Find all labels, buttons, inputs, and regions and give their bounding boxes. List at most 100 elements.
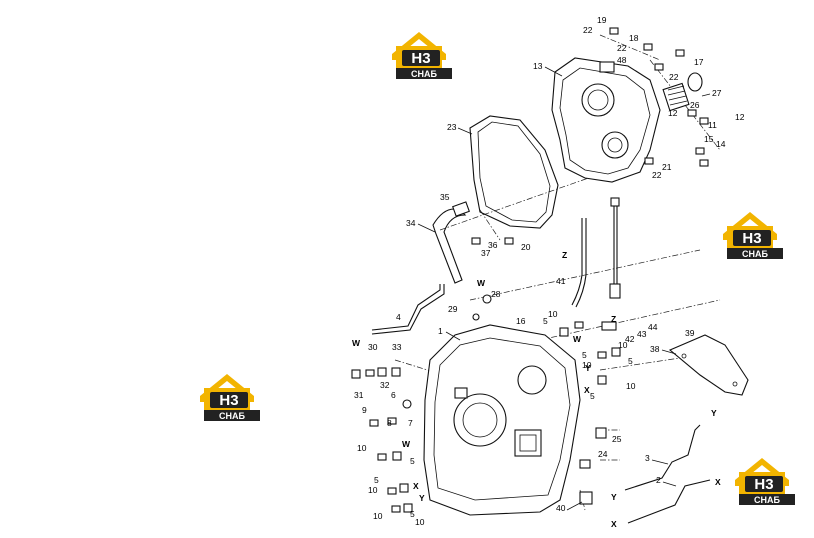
letter-y: Y [711,408,717,418]
letter-w: W [573,334,582,344]
label-16: 16 [516,316,526,326]
label-24: 24 [598,449,608,459]
main-housing [423,324,581,516]
label-37: 37 [481,248,491,258]
label-48: 48 [617,55,627,65]
letter-z: Z [611,314,616,324]
logo-mark: H3 [742,230,761,247]
logo-left: H3 СНАБ [200,374,260,421]
label-5: 5 [628,356,633,366]
label-20: 20 [521,242,531,252]
side-cover [668,334,749,396]
label-8: 8 [387,418,392,428]
label-36: 36 [488,240,498,250]
label-6: 6 [391,390,396,400]
part-labels: 19 22 18 22 48 17 13 22 27 26 12 12 11 2… [354,15,745,527]
label-27: 27 [712,88,722,98]
label-40: 40 [556,503,566,513]
logo-mark: H3 [219,392,238,409]
logo-caption: СНАБ [219,411,245,421]
letter-x: X [715,477,721,487]
label-4: 4 [396,312,401,322]
logo-caption: СНАБ [742,249,768,259]
letter-x: X [413,481,419,491]
letter-y: Y [585,363,591,373]
letter-y: Y [419,493,425,503]
label-12: 12 [735,112,745,122]
label-5: 5 [582,350,587,360]
label-39: 39 [685,328,695,338]
label-17: 17 [694,57,704,67]
label-3: 3 [645,453,650,463]
logo-mark: H3 [411,50,430,67]
label-19: 19 [597,15,607,25]
label-26: 26 [690,100,700,110]
label-5: 5 [410,456,415,466]
label-5: 5 [590,391,595,401]
logo-caption: СНАБ [411,69,437,79]
routing-letters: Z W W Z W Y X Y W X X Y Y X [352,250,721,529]
letter-w: W [402,439,411,449]
logo-mark: H3 [754,476,773,493]
label-34: 34 [406,218,416,228]
label-29: 29 [448,304,458,314]
rear-cover [551,57,661,183]
label-35: 35 [440,192,450,202]
label-18: 18 [629,33,639,43]
label-22: 22 [617,43,627,53]
leader-lines [417,66,711,511]
letter-x: X [584,385,590,395]
label-11: 11 [708,120,717,130]
label-1: 1 [438,326,443,336]
label-23: 23 [447,122,457,132]
letter-y: Y [611,492,617,502]
label-10: 10 [548,309,558,319]
logo-top: H3 СНАБ [392,32,452,79]
label-15: 15 [704,134,714,144]
label-5: 5 [543,316,548,326]
label-14: 14 [716,139,726,149]
label-22: 22 [583,25,593,35]
label-38: 38 [650,344,660,354]
label-10: 10 [618,340,628,350]
label-10: 10 [582,360,592,370]
label-44: 44 [648,322,658,332]
gasket [469,115,559,229]
label-43: 43 [637,329,647,339]
label-41: 41 [556,276,566,286]
label-25: 25 [612,434,622,444]
label-9: 9 [362,405,367,415]
filter [662,72,703,112]
bent-pipe [432,201,470,284]
tube-4 [371,284,445,335]
label-30: 30 [368,342,378,352]
label-7: 7 [408,418,413,428]
label-22: 22 [652,170,662,180]
letter-w: W [477,278,486,288]
dipstick [571,197,621,308]
hardware-fasteners [351,27,709,513]
label-32: 32 [380,380,390,390]
label-12: 12 [668,108,678,118]
letter-w: W [352,338,361,348]
label-28: 28 [491,289,501,299]
label-13: 13 [533,61,543,71]
logo-bottom-right: H3 СНАБ [735,458,795,505]
logo-caption: СНАБ [754,495,780,505]
label-31: 31 [354,390,364,400]
label-10: 10 [415,517,425,527]
label-5: 5 [374,475,379,485]
label-10: 10 [357,443,367,453]
letter-z: Z [562,250,567,260]
label-10: 10 [373,511,383,521]
label-10: 10 [368,485,378,495]
label-33: 33 [392,342,402,352]
label-22: 22 [669,72,679,82]
label-42: 42 [625,334,635,344]
tubes-2-3 [624,424,711,524]
label-10: 10 [626,381,636,391]
letter-x: X [611,519,617,529]
label-21: 21 [662,162,672,172]
